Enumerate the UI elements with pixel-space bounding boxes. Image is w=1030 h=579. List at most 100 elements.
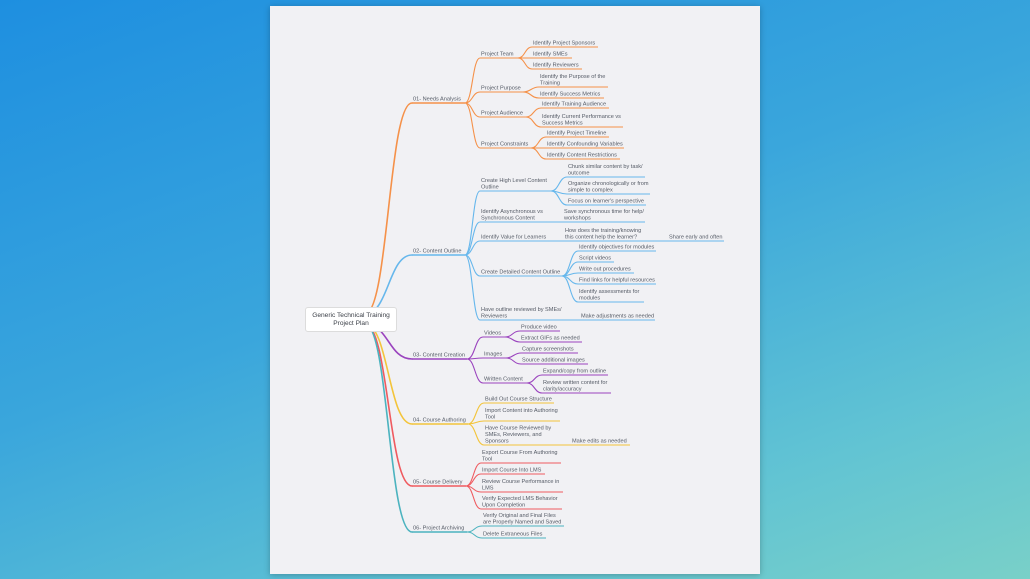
node-auth-1[interactable]: Build Out Course Structure xyxy=(485,397,552,403)
node-arc-1b[interactable]: are Properly Named and Saved xyxy=(483,520,561,526)
arc_2-connector xyxy=(466,531,483,539)
images_1-connector xyxy=(505,352,522,359)
node-audience-1[interactable]: Identify Training Audience xyxy=(542,102,606,108)
team_3-connector xyxy=(517,57,533,70)
team_1-connector xyxy=(517,46,533,59)
node-review-a[interactable]: Have outline reviewed by SMEs/ xyxy=(481,307,562,313)
node-team-3[interactable]: Identify Reviewers xyxy=(533,63,579,69)
node-del-1b[interactable]: Tool xyxy=(482,457,492,463)
del_4a-connector xyxy=(465,485,482,510)
node-audience-2b[interactable]: Success Metrics xyxy=(542,121,583,127)
node-async-a[interactable]: Identify Asynchronous vs xyxy=(481,209,543,215)
node-review-1[interactable]: Make adjustments as needed xyxy=(581,314,654,320)
node-constraints[interactable]: Project Constraints xyxy=(481,142,528,148)
node-hl-a[interactable]: Create High Level Content xyxy=(481,178,547,184)
node-value-1a[interactable]: How does the training/knowing xyxy=(565,228,641,234)
node-detailed-2[interactable]: Script videos xyxy=(579,256,611,262)
node-constraints-2[interactable]: Identify Confounding Variables xyxy=(547,142,623,148)
hl_3-connector xyxy=(550,190,568,206)
purpose-connector xyxy=(464,91,481,104)
purpose_1a-connector xyxy=(522,86,540,93)
node-written-2b[interactable]: clarity/accuracy xyxy=(543,387,582,393)
mindmap-connectors xyxy=(364,46,724,539)
async_a-connector xyxy=(464,221,481,256)
node-archiving[interactable]: 06- Project Archiving xyxy=(413,526,464,532)
node-detailed-1[interactable]: Identify objectives for modules xyxy=(579,245,654,251)
node-del-1a[interactable]: Export Course From Authoring xyxy=(482,450,558,456)
videos_2-connector xyxy=(504,336,521,343)
node-purpose-2[interactable]: Identify Success Metrics xyxy=(540,92,601,98)
node-audience-2a[interactable]: Identify Current Performance vs xyxy=(542,114,621,120)
node-auth-3-1[interactable]: Make edits as needed xyxy=(572,439,627,445)
images_2-connector xyxy=(505,357,522,365)
videos-connector xyxy=(466,336,484,360)
constraints-connector xyxy=(464,102,481,149)
node-creation[interactable]: 03- Content Creation xyxy=(413,353,465,359)
node-del-3a[interactable]: Review Course Performance in xyxy=(482,479,559,485)
node-images-2[interactable]: Source additional images xyxy=(522,358,585,364)
node-hl-2a[interactable]: Organize chronologically or from xyxy=(568,181,649,187)
node-delivery[interactable]: 05- Course Delivery xyxy=(413,480,463,486)
node-videos-1[interactable]: Produce video xyxy=(521,325,557,331)
node-auth-3b[interactable]: SMEs, Reviewers, and xyxy=(485,432,542,438)
hl_a-connector xyxy=(464,190,481,256)
node-team-2[interactable]: Identify SMEs xyxy=(533,52,568,58)
node-needs[interactable]: 01- Needs Analysis xyxy=(413,97,461,103)
audience_1-connector xyxy=(525,107,542,118)
constraints_1-connector xyxy=(530,136,547,149)
node-async-1b[interactable]: workshops xyxy=(563,216,591,222)
node-hl-1b[interactable]: outcome xyxy=(568,171,589,177)
videos_1-connector xyxy=(504,330,521,338)
node-arc-1a[interactable]: Verify Original and Final Files xyxy=(483,513,556,519)
delivery-connector xyxy=(364,323,413,487)
node-authoring[interactable]: 04- Course Authoring xyxy=(413,418,466,424)
node-images[interactable]: Images xyxy=(484,352,503,358)
node-written[interactable]: Written Content xyxy=(484,377,523,383)
node-value-2[interactable]: Share early and often xyxy=(669,235,723,241)
node-del-4a[interactable]: Verify Expected LMS Behavior xyxy=(482,496,558,502)
root-topic[interactable]: Generic Technical Training Project Plan xyxy=(305,307,397,332)
node-hl-1a[interactable]: Chunk similar content by task/ xyxy=(568,164,643,170)
node-written-1[interactable]: Expand/copy from outline xyxy=(543,369,606,375)
node-hl-b[interactable]: Outline xyxy=(481,185,499,191)
node-auth-2a[interactable]: Import Content into Authoring xyxy=(485,408,558,414)
node-del-3b[interactable]: LMS xyxy=(482,486,494,492)
node-audience[interactable]: Project Audience xyxy=(481,111,523,117)
node-videos[interactable]: Videos xyxy=(484,331,501,337)
node-outline[interactable]: 02- Content Outline xyxy=(413,249,462,255)
node-videos-2[interactable]: Extract GIFs as needed xyxy=(521,336,580,342)
node-team-1[interactable]: Identify Project Sponsors xyxy=(533,41,595,47)
node-constraints-1[interactable]: Identify Project Timeline xyxy=(547,131,606,137)
root-topic-line2: Project Plan xyxy=(333,319,369,327)
value-connector xyxy=(464,240,481,256)
node-auth-3a[interactable]: Have Course Reviewed by xyxy=(485,426,551,432)
node-async-1a[interactable]: Save synchronous time for help/ xyxy=(564,209,644,215)
node-purpose-1b[interactable]: Training xyxy=(540,81,560,87)
written-connector xyxy=(466,358,484,384)
node-images-1[interactable]: Capture screenshots xyxy=(522,347,574,353)
node-hl-3[interactable]: Focus on learner's perspective xyxy=(568,199,644,205)
node-value-1b[interactable]: this content help the learner? xyxy=(565,235,637,241)
node-team[interactable]: Project Team xyxy=(481,52,514,58)
node-written-2a[interactable]: Review written content for xyxy=(543,380,607,386)
node-detailed-3[interactable]: Write out procedures xyxy=(579,267,631,273)
node-value[interactable]: Identify Value for Learners xyxy=(481,235,546,241)
node-review-b[interactable]: Reviewers xyxy=(481,314,507,320)
audience_2a-connector xyxy=(525,116,542,128)
node-purpose[interactable]: Project Purpose xyxy=(481,86,521,92)
node-auth-3c[interactable]: Sponsors xyxy=(485,439,509,445)
node-detailed-5a[interactable]: Identify assessments for xyxy=(579,289,639,295)
node-detailed-5b[interactable]: modules xyxy=(579,296,600,302)
detailed_1-connector xyxy=(561,250,579,277)
node-async-b[interactable]: Synchronous Content xyxy=(481,216,535,222)
node-constraints-3[interactable]: Identify Content Restrictions xyxy=(547,153,617,159)
node-del-2[interactable]: Import Course Into LMS xyxy=(482,468,542,474)
node-auth-2b[interactable]: Tool xyxy=(485,415,495,421)
node-detailed[interactable]: Create Detailed Content Outline xyxy=(481,270,560,276)
node-del-4b[interactable]: Upon Completion xyxy=(482,503,525,509)
node-hl-2b[interactable]: simple to complex xyxy=(568,188,613,194)
node-purpose-1a[interactable]: Identify the Purpose of the xyxy=(540,74,605,80)
node-detailed-4[interactable]: Find links for helpful resources xyxy=(579,278,655,284)
node-arc-2[interactable]: Delete Extraneous Files xyxy=(483,532,543,538)
